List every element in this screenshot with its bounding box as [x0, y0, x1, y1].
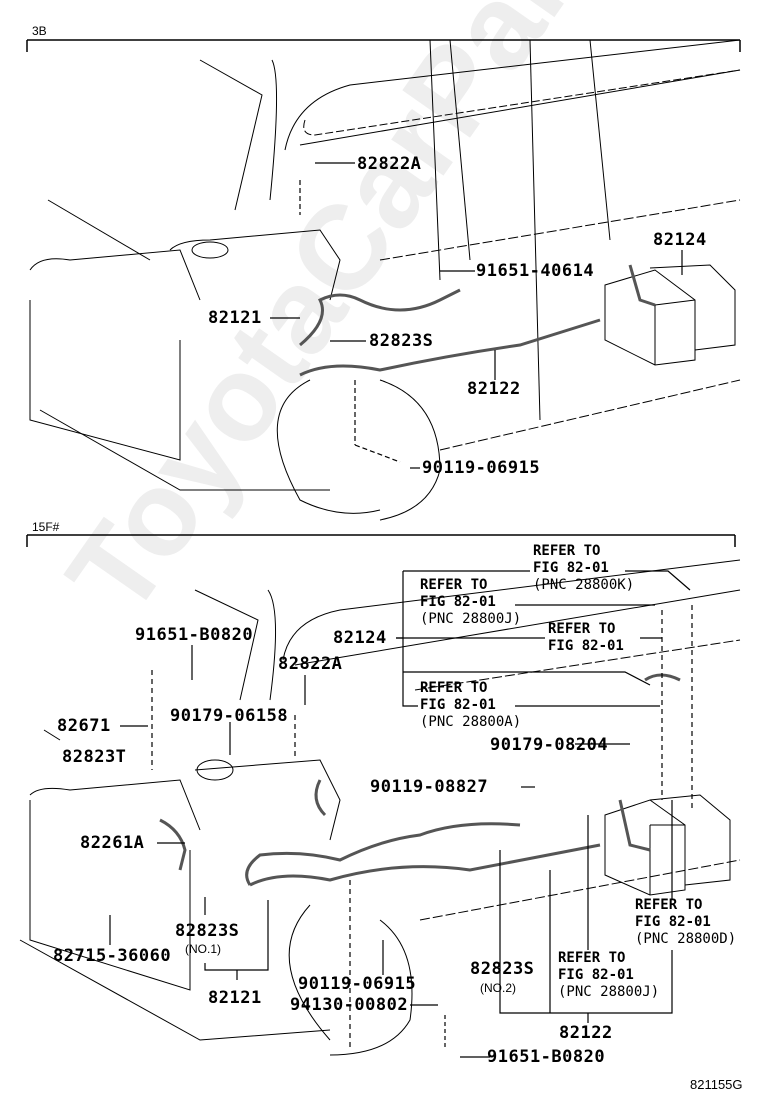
part-label-82822A[interactable]: 82822A: [278, 654, 343, 674]
reference-callout-28800A[interactable]: REFER TO FIG 82-01 (PNC 28800A): [420, 680, 522, 730]
part-label-90119-06915[interactable]: 90119-06915: [422, 458, 541, 478]
part-label-82823S-no1[interactable]: 82823S: [175, 921, 240, 941]
reference-callout-28800K[interactable]: REFER TO FIG 82-01 (PNC 28800K): [533, 543, 635, 593]
reference-callout-28800D[interactable]: REFER TO FIG 82-01 (PNC 28800D): [635, 897, 737, 947]
part-label-90179-06158[interactable]: 90179-06158: [170, 706, 289, 726]
part-label-82671[interactable]: 82671: [57, 716, 111, 736]
part-label-82121[interactable]: 82121: [208, 308, 262, 328]
part-label-82823S-no2[interactable]: 82823S: [470, 959, 535, 979]
part-sublabel-no1: (NO.1): [185, 942, 221, 956]
harness-3b: [299, 264, 656, 377]
part-label-82715-36060[interactable]: 82715-36060: [53, 946, 172, 966]
leader-lines-3b: [270, 162, 683, 469]
part-label-91651-40614[interactable]: 91651-40614: [476, 261, 595, 281]
vehicle-body-15f: [19, 559, 741, 1056]
part-label-82823S[interactable]: 82823S: [369, 331, 434, 351]
part-label-90119-08827[interactable]: 90119-08827: [370, 777, 489, 797]
part-label-91651-B0820-bottom[interactable]: 91651-B0820: [487, 1047, 606, 1067]
part-label-82122[interactable]: 82122: [467, 379, 521, 399]
harness-15f: [159, 673, 681, 887]
section-frame-15f: [26, 534, 736, 547]
section-frame-3b: [26, 39, 741, 52]
reference-callout-28800J-top[interactable]: REFER TO FIG 82-01 (PNC 28800J): [420, 577, 522, 627]
battery-15f: [604, 794, 731, 896]
part-label-82261A[interactable]: 82261A: [80, 833, 145, 853]
reference-callout-28800J-bottom[interactable]: REFER TO FIG 82-01 (PNC 28800J): [558, 950, 660, 1000]
section-header-15f: 15F#: [32, 520, 60, 534]
part-label-82823T[interactable]: 82823T: [62, 747, 127, 767]
part-label-82822A[interactable]: 82822A: [357, 154, 422, 174]
part-label-94130-00802[interactable]: 94130-00802: [290, 995, 409, 1015]
part-sublabel-no2: (NO.2): [480, 981, 516, 995]
part-label-82121[interactable]: 82121: [208, 988, 262, 1008]
part-label-91651-B0820-top[interactable]: 91651-B0820: [135, 625, 254, 645]
part-label-90179-08204[interactable]: 90179-08204: [490, 735, 609, 755]
reference-callout-fig-82-01[interactable]: REFER TO FIG 82-01: [548, 621, 624, 654]
part-label-82124[interactable]: 82124: [333, 628, 387, 648]
figure-code: 821155G: [690, 1077, 743, 1092]
leader-lines-15f: [109, 570, 693, 1058]
part-label-90119-06915[interactable]: 90119-06915: [298, 974, 417, 994]
section-header-3b: 3B: [32, 24, 47, 38]
part-label-82122[interactable]: 82122: [559, 1023, 613, 1043]
battery-3b: [604, 264, 736, 366]
vehicle-body-3b: [29, 39, 741, 521]
part-label-82124[interactable]: 82124: [653, 230, 707, 250]
